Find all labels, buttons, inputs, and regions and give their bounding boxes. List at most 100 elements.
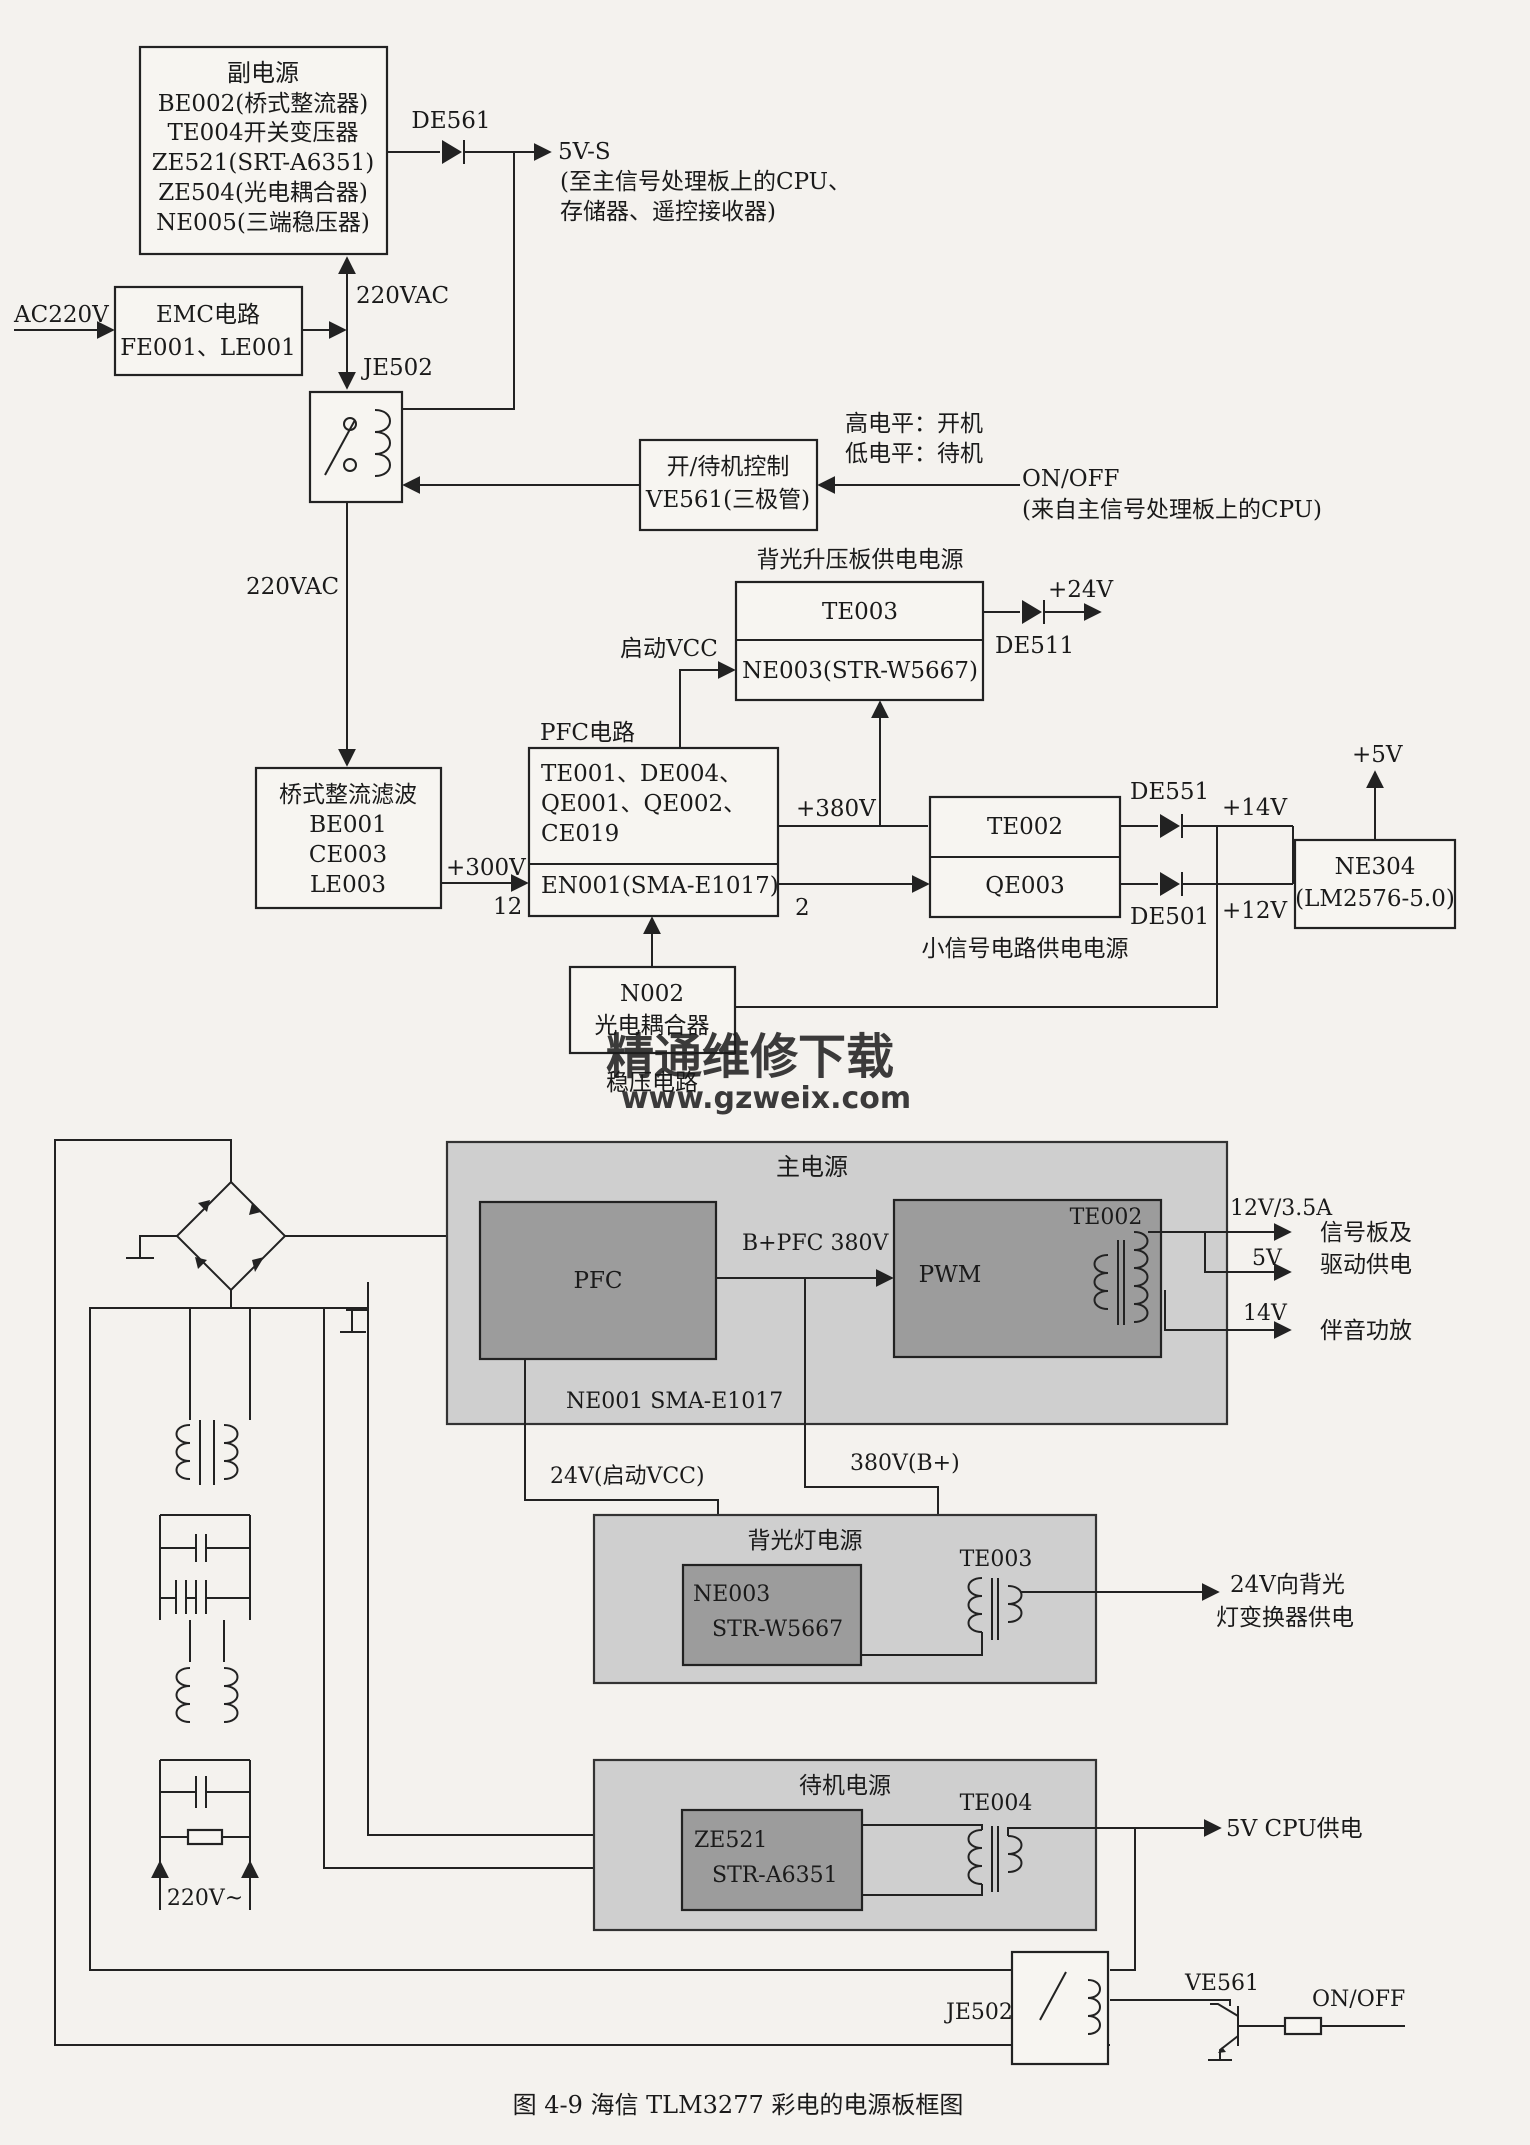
label-onoff-note: (来自主信号处理板上的CPU) (1022, 497, 1322, 523)
pwm-inner-block (892, 1198, 1163, 1359)
main-power-title: 主电源 (776, 1153, 848, 1181)
relay-je502-icon (308, 390, 404, 504)
diode-bridge-icon (175, 1180, 287, 1292)
te002-qe003-block (928, 795, 1122, 919)
pfc-inner-block (478, 1200, 718, 1361)
ne304-line1: NE304 (1335, 854, 1416, 880)
transformer-te004-icon (967, 1826, 1023, 1892)
pfc-title: PFC电路 (540, 720, 635, 746)
n002-line2: 光电耦合器 (595, 1013, 710, 1039)
label-level-high: 高电平：开机 (845, 411, 983, 437)
label-ve561: VE561 (1184, 1971, 1259, 1996)
label-5vs-note1: (至主信号处理板上的CPU、 (560, 169, 851, 195)
label-12v: +12V (1222, 898, 1288, 924)
pwm-label: PWM (919, 1262, 982, 1288)
standby-control-title: 开/待机控制 (667, 454, 790, 480)
label-onoff-top: ON/OFF (1022, 466, 1120, 492)
label-5v-cpu: 5V CPU供电 (1226, 1816, 1363, 1842)
ne003-label-2: STR-W5667 (712, 1617, 843, 1642)
bridge-rectifier-block (254, 766, 443, 910)
bridge-line-3: LE003 (310, 872, 386, 898)
label-te002-top: TE002 (987, 814, 1063, 840)
pfc-label: PFC (573, 1268, 622, 1294)
label-5v-out: 5V (1252, 1246, 1283, 1271)
label-220vac-lower: 220VAC (246, 574, 339, 600)
backlight-power-title: 背光灯电源 (748, 1528, 863, 1554)
label-ac220v: AC220V (13, 302, 109, 328)
transistor-ve561-icon (1210, 2003, 1285, 2060)
transformer-te002-icon (1093, 1231, 1149, 1325)
ne304-block (1293, 838, 1457, 930)
pfc-block (527, 746, 780, 918)
te003-ne003-block (734, 580, 985, 702)
label-ne003-top: NE003(STR-W5667) (742, 658, 978, 684)
label-te003-top: TE003 (822, 599, 898, 625)
n002-block (568, 965, 737, 1055)
figure-caption: 图 4-9 海信 TLM3277 彩电的电源板框图 (513, 2091, 964, 2119)
pfc-line-2: QE001、QE002、 (541, 791, 746, 817)
ne003-label-1: NE003 (693, 1582, 770, 1607)
label-onoff-bottom: ON/OFF (1312, 1987, 1405, 2012)
label-je502-top: JE502 (361, 355, 433, 381)
label-5vs: 5V-S (558, 139, 611, 165)
emi-filter-network (151, 1308, 259, 1910)
transformer-te003-icon (967, 1577, 1023, 1640)
label-en001: EN001(SMA-E1017) (541, 873, 779, 899)
label-12v-3-5a: 12V/3.5A (1230, 1196, 1333, 1221)
watermark-title: 精通维修下载 (606, 1029, 894, 1085)
label-14v: +14V (1222, 795, 1288, 821)
aux-line-3: ZE521(SRT-A6351) (152, 150, 375, 176)
aux-power-title: 副电源 (227, 59, 299, 87)
bridge-title: 桥式整流滤波 (279, 782, 417, 808)
diode-de551-icon (1160, 814, 1180, 838)
standby-control-line: VE561(三极管) (645, 487, 810, 513)
ze521-inner-block (680, 1808, 864, 1912)
label-je502-bottom: JE502 (944, 2000, 1013, 2025)
label-de561: DE561 (411, 108, 490, 134)
label-regulator: 稳压电路 (606, 1070, 698, 1096)
label-220v-ac: 220V~ (167, 1886, 243, 1911)
watermark-url: www.gzweix.com (621, 1081, 911, 1116)
label-380v-bplus: 380V(B+) (850, 1451, 960, 1476)
label-de511: DE511 (995, 633, 1074, 659)
label-300v: +300V (446, 855, 526, 881)
bridge-line-1: BE001 (309, 812, 387, 838)
label-de551: DE551 (1130, 779, 1209, 805)
emc-line: FE001、LE001 (120, 335, 296, 361)
te002-label-bottom: TE002 (1070, 1205, 1143, 1230)
aux-line-5: NE005(三端稳压器) (156, 210, 370, 236)
label-bpfc-380v: B+PFC 380V (742, 1231, 889, 1256)
label-380v: +380V (796, 796, 876, 822)
bridge-line-2: CE003 (309, 842, 387, 868)
label-qe003-top: QE003 (985, 873, 1065, 899)
label-24v: +24V (1048, 577, 1114, 603)
diode-de561-icon (442, 140, 462, 164)
label-audio-amp: 伴音功放 (1320, 1318, 1412, 1344)
resistor-icon (1283, 2016, 1323, 2036)
diode-de511-icon (1022, 600, 1042, 624)
standby-control-block (638, 438, 819, 532)
diode-de501-icon (1160, 872, 1180, 896)
label-signal-board-2: 驱动供电 (1320, 1252, 1412, 1278)
label-backlight-out-1: 24V向背光 (1230, 1572, 1345, 1598)
label-small-signal: 小信号电路供电电源 (922, 936, 1129, 962)
pfc-line-1: TE001、DE004、 (541, 761, 742, 787)
backlight-boost-title: 背光升压板供电电源 (757, 547, 964, 573)
te004-label-bottom: TE004 (960, 1791, 1033, 1816)
label-de501: DE501 (1130, 904, 1209, 930)
ne304-line2: (LM2576-5.0) (1295, 886, 1455, 912)
ne003-inner-block (681, 1563, 863, 1667)
emc-title: EMC电路 (156, 302, 260, 328)
label-5vs-note2: 存储器、遥控接收器) (560, 199, 776, 225)
aux-power-block: 副电源 BE002(桥式整流器) TE004开关变压器 ZE521(SRT-A6… (138, 45, 389, 256)
standby-power-title: 待机电源 (799, 1773, 891, 1799)
n002-line1: N002 (620, 981, 684, 1007)
te003-label-bottom: TE003 (960, 1547, 1033, 1572)
label-24v-start-vcc: 24V(启动VCC) (550, 1464, 705, 1489)
ze521-label-2: STR-A6351 (712, 1863, 838, 1888)
label-start-vcc: 启动VCC (620, 636, 718, 662)
emc-block (113, 285, 304, 377)
label-signal-board-1: 信号板及 (1320, 1220, 1412, 1246)
label-14v-out: 14V (1243, 1301, 1288, 1326)
